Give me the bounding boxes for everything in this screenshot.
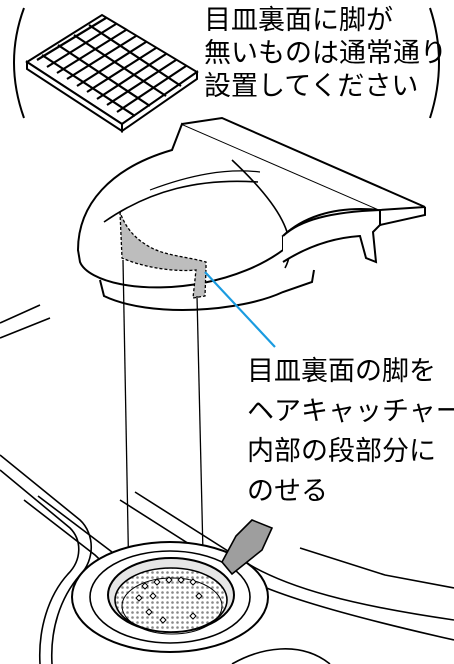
grid-plate-icon [25,13,199,133]
callout-line: ヘアキャッチャー [247,396,454,427]
callout-note: 目皿裏面の脚を ヘアキャッチャー 内部の段部分に のせる [247,352,454,512]
callout-line: 内部の段部分に [247,436,436,467]
top-note-line: 無いものは通常通り [204,38,447,69]
callout-line: のせる [247,476,328,507]
drain-cover-illustration [76,116,426,311]
right-bracket [429,7,440,119]
top-note-line: 設置してください [204,71,419,102]
callout-leader-line [204,271,276,348]
top-note: 目皿裏面に脚が 無いものは通常通り 設置してください [204,5,447,105]
reference-drain-cover-illustration [13,7,440,133]
top-note-line: 目皿裏面に脚が [204,5,393,36]
callout-line: 目皿裏面の脚を [247,356,436,387]
left-bracket [13,7,25,119]
hair-catcher-illustration [71,519,274,653]
